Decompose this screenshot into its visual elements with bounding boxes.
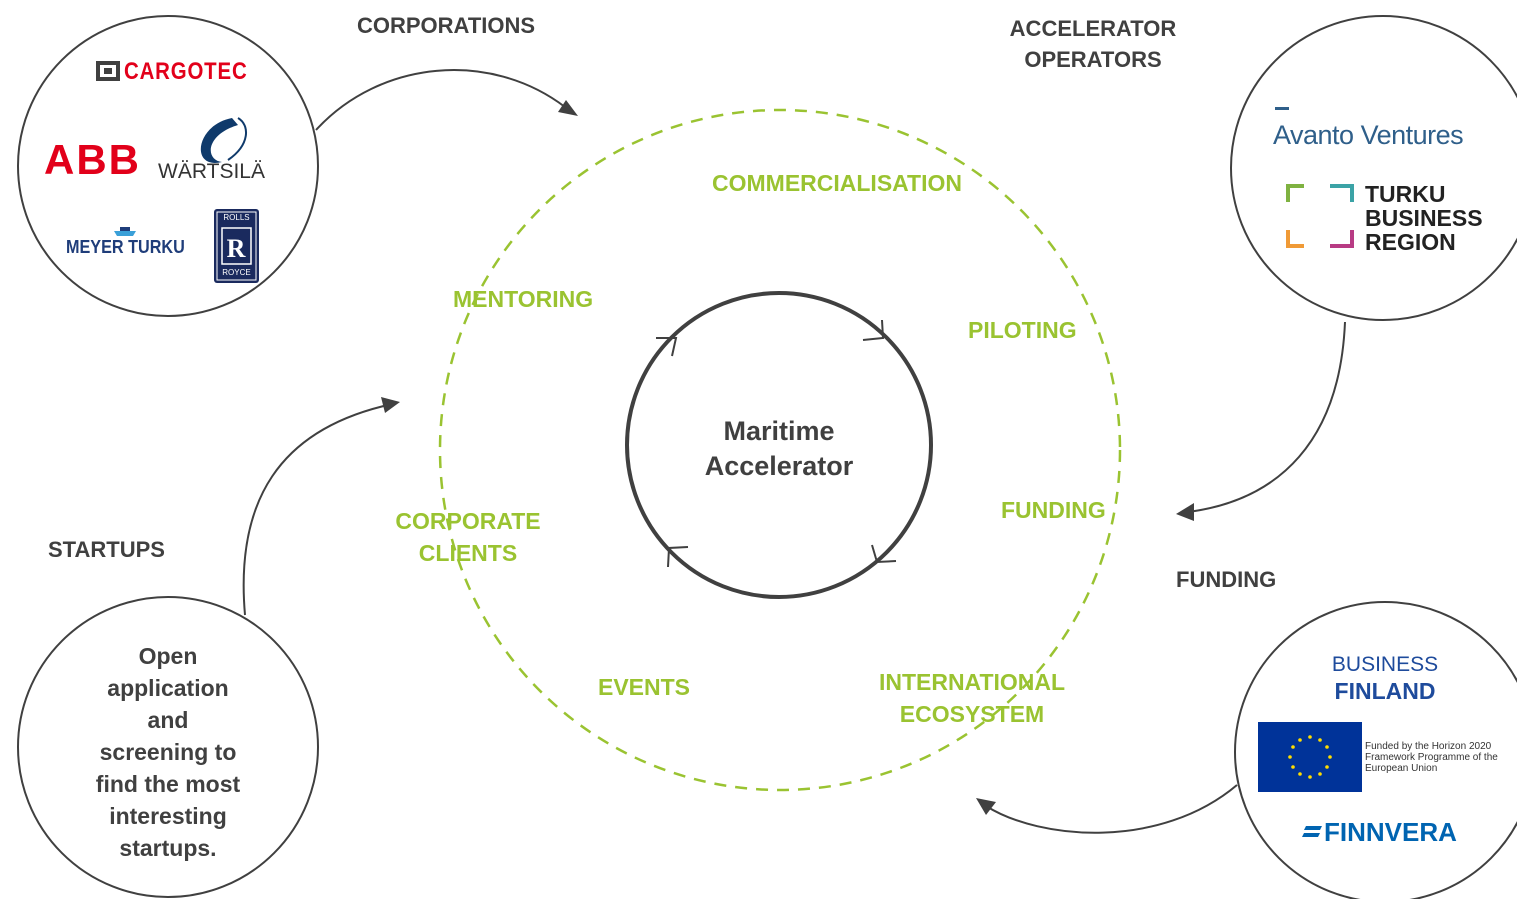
stage-events: EVENTS (598, 674, 691, 700)
label-operators-line2: OPERATORS (1024, 47, 1162, 72)
stage-commercialisation: COMMERCIALISATION (712, 170, 963, 196)
stage-piloting: PILOTING (968, 317, 1077, 343)
turku-business-region-logo: TURKU BUSINESS REGION (1365, 181, 1483, 255)
center-title-line1: Maritime (723, 416, 835, 446)
center-title-line2: Accelerator (704, 451, 854, 481)
stage-international-line1: INTERNATIONAL (878, 669, 1066, 695)
meyer-ship-icon (114, 227, 136, 236)
eu-flag-icon (1258, 722, 1362, 792)
wartsila-swirl-icon (200, 117, 247, 163)
arrow-funding (985, 784, 1238, 834)
stage-international-line2: ECOSYSTEM (899, 701, 1045, 727)
rolls-royce-bottom: ROYCE (222, 268, 251, 277)
rolls-royce-badge-icon: R (214, 209, 259, 283)
stage-corporate-line2: CLIENTS (418, 540, 518, 566)
funding-circle (1234, 601, 1517, 899)
rotation-arrow-icons (656, 319, 897, 568)
arrow-startups (242, 404, 389, 616)
label-accelerator-operators: ACCELERATOR OPERATORS (983, 13, 1203, 75)
finnvera-logo: FINNVERA (1324, 817, 1457, 847)
label-operators-line1: ACCELERATOR (1009, 16, 1177, 41)
cargotec-icon (96, 61, 120, 81)
stage-corporate-clients: CORPORATE CLIENTS (368, 505, 568, 569)
svg-text:R: R (227, 234, 246, 263)
stage-international-ecosystem: INTERNATIONAL ECOSYSTEM (852, 666, 1092, 730)
label-startups: STARTUPS (48, 537, 165, 562)
startups-description: Open application and screening to find t… (95, 643, 241, 861)
rolls-royce-top: ROLLS (223, 213, 250, 222)
turku-brackets-icon (1286, 184, 1354, 248)
center-title: Maritime Accelerator (669, 414, 889, 484)
eu-funding-text: Funded by the Horizon 2020 Framework Pro… (1365, 741, 1498, 774)
business-finland-logo: BUSINESS FINLAND (1331, 653, 1439, 704)
cargotec-logo: CARGOTEC (124, 58, 248, 85)
avanto-dash-icon (1275, 107, 1289, 110)
arrowheads (381, 100, 1194, 815)
label-funding: FUNDING (1176, 567, 1277, 592)
stage-corporate-line1: CORPORATE (395, 508, 541, 534)
label-corporations: CORPORATIONS (357, 13, 536, 38)
cycle-ring (438, 108, 1122, 792)
startups-circle (17, 596, 319, 898)
avanto-logo: Avanto Ventures (1273, 120, 1464, 150)
abb-logo: ABB (44, 136, 141, 183)
stage-funding: FUNDING (1001, 497, 1106, 523)
arrow-operators (1187, 321, 1346, 513)
stage-mentoring: MENTORING (453, 286, 594, 312)
arrow-corporations (315, 69, 566, 131)
center-circle (625, 291, 933, 599)
operators-circle (1230, 15, 1517, 321)
connector-arrows (242, 69, 1346, 834)
meyer-turku-logo: MEYER TURKU (66, 237, 185, 257)
wartsila-logo: WÄRTSILÄ (158, 160, 265, 183)
finnvera-stripes-icon (1302, 826, 1322, 837)
